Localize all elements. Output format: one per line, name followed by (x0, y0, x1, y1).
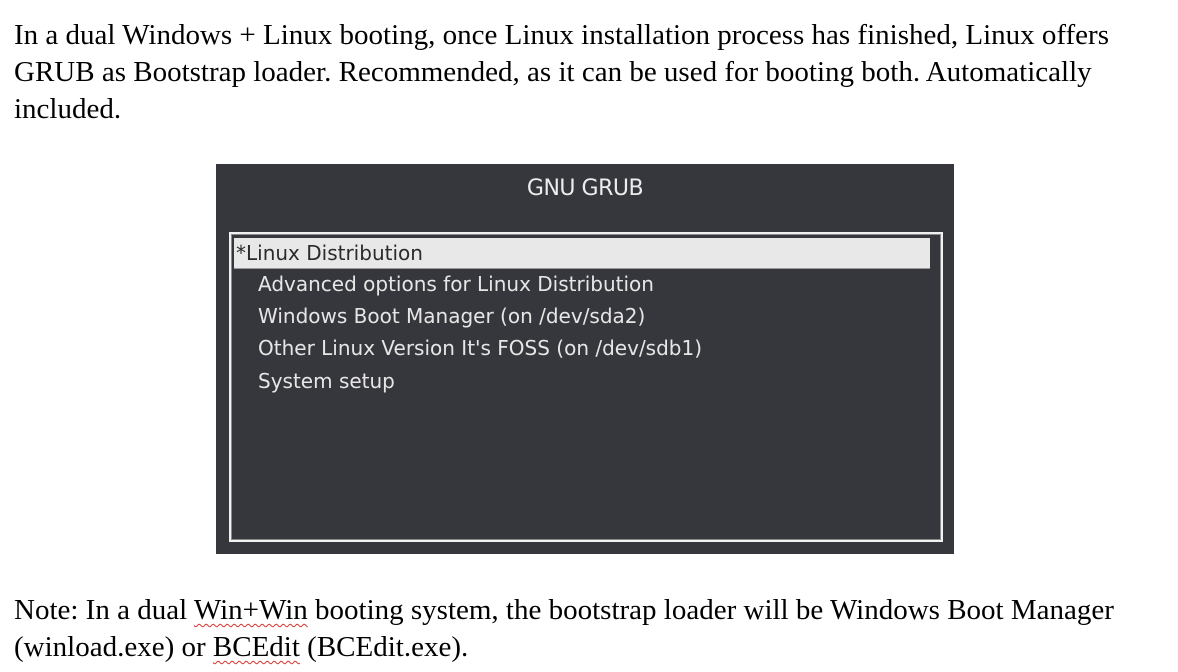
boot-entry-advanced-options[interactable]: Advanced options for Linux Distribution (258, 272, 654, 296)
grub-title: GNU GRUB (526, 176, 644, 201)
grub-boot-menu: *Linux Distribution Advanced options for… (229, 232, 943, 542)
note-paragraph: Note: In a dual Win+Win booting system, … (14, 592, 1174, 666)
boot-entry-windows-boot-manager[interactable]: Windows Boot Manager (on /dev/sda2) (258, 304, 646, 328)
selected-marker: * (236, 241, 246, 265)
note-text: Note: In a dual (14, 594, 194, 626)
note-text: (BCEdit.exe). (299, 631, 469, 663)
boot-entry-system-setup[interactable]: System setup (258, 369, 395, 393)
misspelled-word: Win+Win (193, 594, 308, 626)
note-text: booting system, the bootstrap loader wil… (14, 594, 1114, 663)
intro-paragraph: In a dual Windows + Linux booting, once … (14, 19, 1109, 125)
misspelled-word: BCEdit (212, 631, 300, 663)
grub-screenshot: GNU GRUB *Linux Distribution Advanced op… (216, 164, 954, 554)
boot-entry-linux-distribution[interactable]: *Linux Distribution (234, 238, 930, 269)
boot-entry-other-linux[interactable]: Other Linux Version It's FOSS (on /dev/s… (258, 336, 703, 360)
boot-entry-label: Linux Distribution (246, 241, 423, 265)
